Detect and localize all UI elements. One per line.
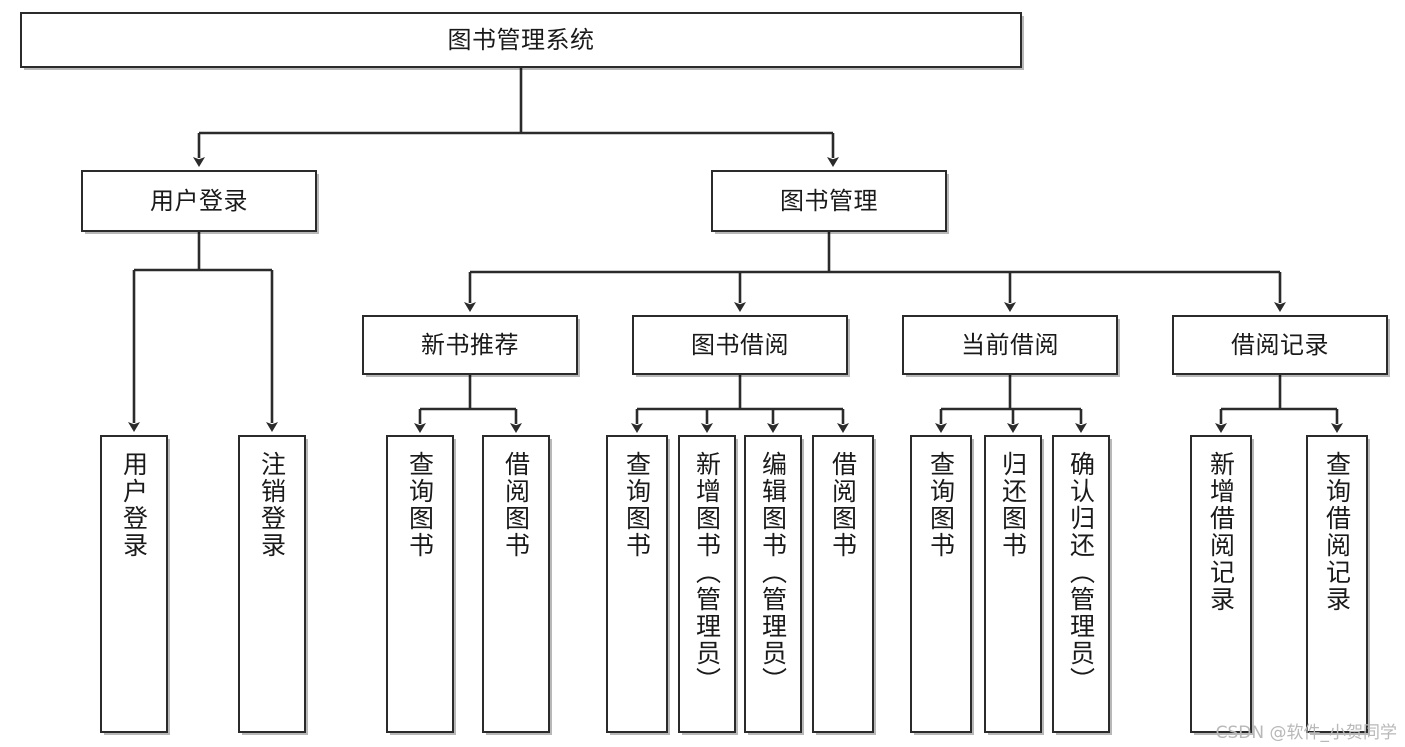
- node-user-login[interactable]: 用户登录: [81, 170, 317, 232]
- node-leaf-borrow-books-rec-label: 借阅图书: [501, 451, 531, 559]
- node-new-book-recommend[interactable]: 新书推荐: [362, 315, 578, 375]
- node-leaf-query-books-borrow-label: 查询图书: [622, 451, 652, 559]
- node-borrow-record-label: 借阅记录: [1231, 330, 1329, 359]
- node-leaf-user-login[interactable]: 用户登录: [100, 435, 168, 733]
- node-leaf-add-book-admin[interactable]: 新增图书（管理员）: [678, 435, 736, 733]
- node-leaf-borrow-books-label: 借阅图书: [828, 451, 858, 559]
- node-leaf-query-borrow-record-label: 查询借阅记录: [1322, 451, 1352, 613]
- node-leaf-query-books-borrow[interactable]: 查询图书: [606, 435, 668, 733]
- node-book-borrow[interactable]: 图书借阅: [632, 315, 848, 375]
- node-leaf-query-books-current[interactable]: 查询图书: [910, 435, 972, 733]
- node-borrow-record[interactable]: 借阅记录: [1172, 315, 1388, 375]
- node-leaf-query-books-rec-label: 查询图书: [405, 451, 435, 559]
- node-leaf-logout-label: 注销登录: [257, 451, 287, 559]
- node-leaf-edit-book-admin-label: 编辑图书（管理员）: [758, 451, 788, 694]
- node-current-borrow[interactable]: 当前借阅: [902, 315, 1118, 375]
- node-leaf-confirm-return-admin[interactable]: 确认归还（管理员）: [1052, 435, 1110, 733]
- node-leaf-edit-book-admin[interactable]: 编辑图书（管理员）: [744, 435, 802, 733]
- node-book-management[interactable]: 图书管理: [711, 170, 947, 232]
- node-new-book-recommend-label: 新书推荐: [421, 330, 519, 359]
- node-book-management-label: 图书管理: [780, 186, 878, 215]
- node-leaf-borrow-books[interactable]: 借阅图书: [812, 435, 874, 733]
- node-root[interactable]: 图书管理系统: [20, 12, 1022, 68]
- node-leaf-logout[interactable]: 注销登录: [238, 435, 306, 733]
- node-leaf-add-borrow-record[interactable]: 新增借阅记录: [1190, 435, 1252, 733]
- node-leaf-query-books-rec[interactable]: 查询图书: [386, 435, 454, 733]
- node-leaf-add-borrow-record-label: 新增借阅记录: [1206, 451, 1236, 613]
- node-book-borrow-label: 图书借阅: [691, 330, 789, 359]
- watermark-text: CSDN @软件_小贺同学: [1215, 723, 1397, 743]
- node-leaf-user-login-label: 用户登录: [119, 451, 149, 559]
- node-leaf-query-books-current-label: 查询图书: [926, 451, 956, 559]
- node-leaf-query-borrow-record[interactable]: 查询借阅记录: [1306, 435, 1368, 733]
- node-user-login-label: 用户登录: [150, 186, 248, 215]
- node-leaf-return-books[interactable]: 归还图书: [984, 435, 1042, 733]
- node-current-borrow-label: 当前借阅: [961, 330, 1059, 359]
- node-leaf-return-books-label: 归还图书: [998, 451, 1028, 559]
- node-leaf-confirm-return-admin-label: 确认归还（管理员）: [1066, 451, 1096, 694]
- node-root-label: 图书管理系统: [447, 25, 595, 54]
- node-leaf-borrow-books-rec[interactable]: 借阅图书: [482, 435, 550, 733]
- node-leaf-add-book-admin-label: 新增图书（管理员）: [692, 451, 722, 694]
